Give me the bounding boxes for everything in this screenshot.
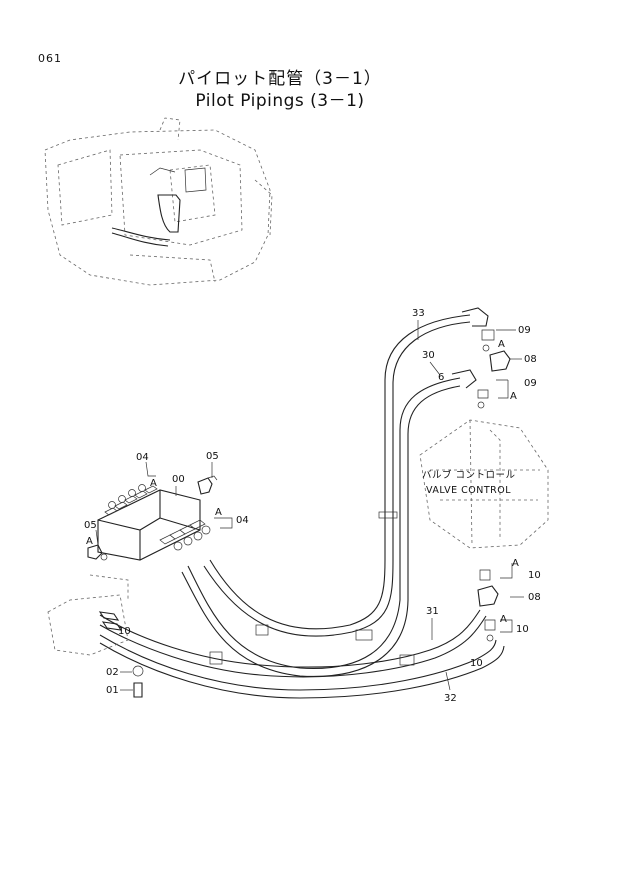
section-mark-a: A bbox=[86, 536, 93, 547]
page-number: 061 bbox=[38, 52, 62, 65]
section-mark-a: A bbox=[510, 391, 517, 402]
machine-overview-sketch bbox=[44, 117, 273, 286]
callout-04-right: 04 bbox=[236, 515, 249, 526]
section-mark-a: A bbox=[150, 478, 157, 489]
callout-02: 02 bbox=[106, 667, 119, 678]
callout-05-top: 05 bbox=[206, 451, 219, 462]
section-mark-a: A bbox=[498, 339, 505, 350]
callouts: 33 30 09 08 09 04 05 00 04 05 10 08 10 3… bbox=[84, 308, 541, 704]
pilot-hoses bbox=[99, 307, 511, 699]
pipe-mark: 6 bbox=[438, 372, 444, 383]
callout-04-left: 04 bbox=[136, 452, 149, 463]
callout-30: 30 bbox=[422, 350, 435, 361]
section-marks: A A A A A A A bbox=[86, 339, 519, 625]
callout-09-upper: 09 bbox=[518, 325, 531, 336]
callout-31: 31 bbox=[426, 606, 439, 617]
callout-09-lower: 09 bbox=[524, 378, 537, 389]
callout-05-left: 05 bbox=[84, 520, 97, 531]
callout-32: 32 bbox=[444, 693, 457, 704]
callout-33: 33 bbox=[412, 308, 425, 319]
section-mark-a: A bbox=[500, 614, 507, 625]
callout-08-lower: 08 bbox=[528, 592, 541, 603]
title-japanese: パイロット配管（3－1） bbox=[178, 69, 382, 89]
section-mark-a: A bbox=[215, 507, 222, 518]
callout-10-upper: 10 bbox=[528, 570, 541, 581]
pilot-valve-block bbox=[87, 475, 218, 561]
valve-label-japanese: バルブ コントロール bbox=[422, 469, 516, 481]
valve-control-block: バルブ コントロール VALVE CONTROL bbox=[419, 419, 549, 549]
callout-10-lower: 10 bbox=[516, 624, 529, 635]
callout-00: 00 bbox=[172, 474, 185, 485]
valve-label-english: VALVE CONTROL bbox=[426, 485, 511, 496]
leader-lines bbox=[95, 320, 524, 691]
title-english: Pilot Pipings (3－1) bbox=[195, 91, 365, 111]
pipe-mark: 10 bbox=[470, 658, 483, 669]
section-mark-a: A bbox=[512, 558, 519, 569]
mounting-bracket bbox=[47, 574, 144, 698]
pipe-marks: 6 10 10 bbox=[118, 372, 483, 669]
callout-08-upper: 08 bbox=[524, 354, 537, 365]
callout-01: 01 bbox=[106, 685, 119, 696]
pipe-mark: 10 bbox=[118, 626, 131, 637]
